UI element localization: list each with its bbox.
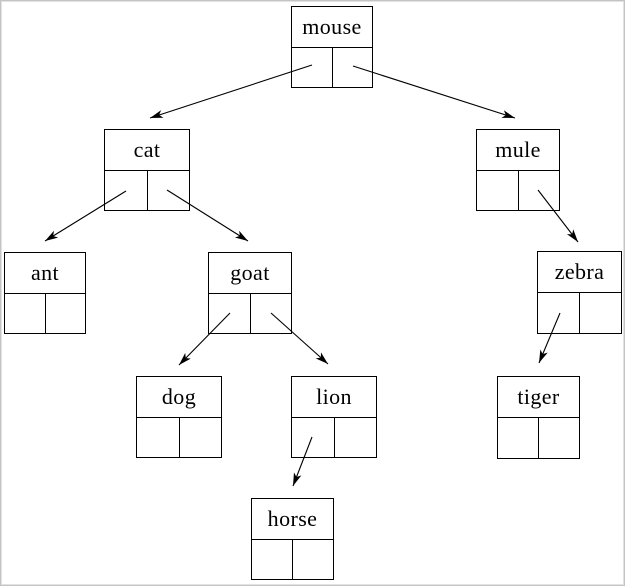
right-pointer-cell (333, 418, 377, 457)
node-label: ant (5, 253, 85, 294)
node-label: goat (209, 253, 291, 294)
right-pointer-cell (44, 294, 86, 333)
left-pointer-cell (5, 294, 45, 333)
node-pointer-cells (292, 48, 372, 87)
node-label: mouse (292, 7, 372, 48)
tree-node-tiger: tiger (497, 376, 580, 459)
tree-node-mule: mule (476, 129, 560, 211)
node-label: mule (477, 130, 559, 171)
right-pointer-cell (292, 540, 333, 579)
left-pointer-cell (498, 418, 538, 458)
left-pointer-cell (209, 294, 250, 333)
right-pointer-cell (331, 48, 373, 87)
edge-mouse-left-to-cat (149, 64, 313, 119)
node-pointer-cells (477, 171, 559, 210)
node-pointer-cells (498, 418, 579, 458)
node-pointer-cells (292, 418, 376, 457)
left-pointer-cell (105, 171, 147, 210)
node-pointer-cells (538, 293, 621, 333)
tree-node-dog: dog (136, 376, 222, 458)
tree-node-ant: ant (4, 252, 86, 334)
left-pointer-cell (477, 171, 518, 210)
node-label: zebra (538, 252, 621, 293)
node-label: cat (105, 130, 189, 171)
edge-mouse-right-to-mule (352, 65, 516, 119)
right-pointer-cell (538, 418, 579, 458)
node-pointer-cells (105, 171, 189, 210)
tree-node-mouse: mouse (291, 6, 373, 88)
tree-node-goat: goat (208, 252, 292, 334)
left-pointer-cell (292, 418, 334, 457)
node-pointer-cells (5, 294, 85, 333)
node-pointer-cells (209, 294, 291, 333)
node-label: lion (292, 377, 376, 418)
left-pointer-cell (538, 293, 579, 333)
node-pointer-cells (252, 540, 333, 579)
node-label: horse (252, 499, 333, 540)
node-label: dog (137, 377, 221, 418)
tree-node-zebra: zebra (537, 251, 622, 334)
left-pointer-cell (252, 540, 292, 579)
right-pointer-cell (517, 171, 560, 210)
right-pointer-cell (579, 293, 621, 333)
left-pointer-cell (137, 418, 179, 457)
tree-node-horse: horse (251, 498, 334, 580)
right-pointer-cell (178, 418, 222, 457)
right-pointer-cell (146, 171, 190, 210)
tree-node-lion: lion (291, 376, 377, 458)
tree-node-cat: cat (104, 129, 190, 211)
right-pointer-cell (249, 294, 292, 333)
node-label: tiger (498, 377, 579, 418)
left-pointer-cell (292, 48, 332, 87)
node-pointer-cells (137, 418, 221, 457)
